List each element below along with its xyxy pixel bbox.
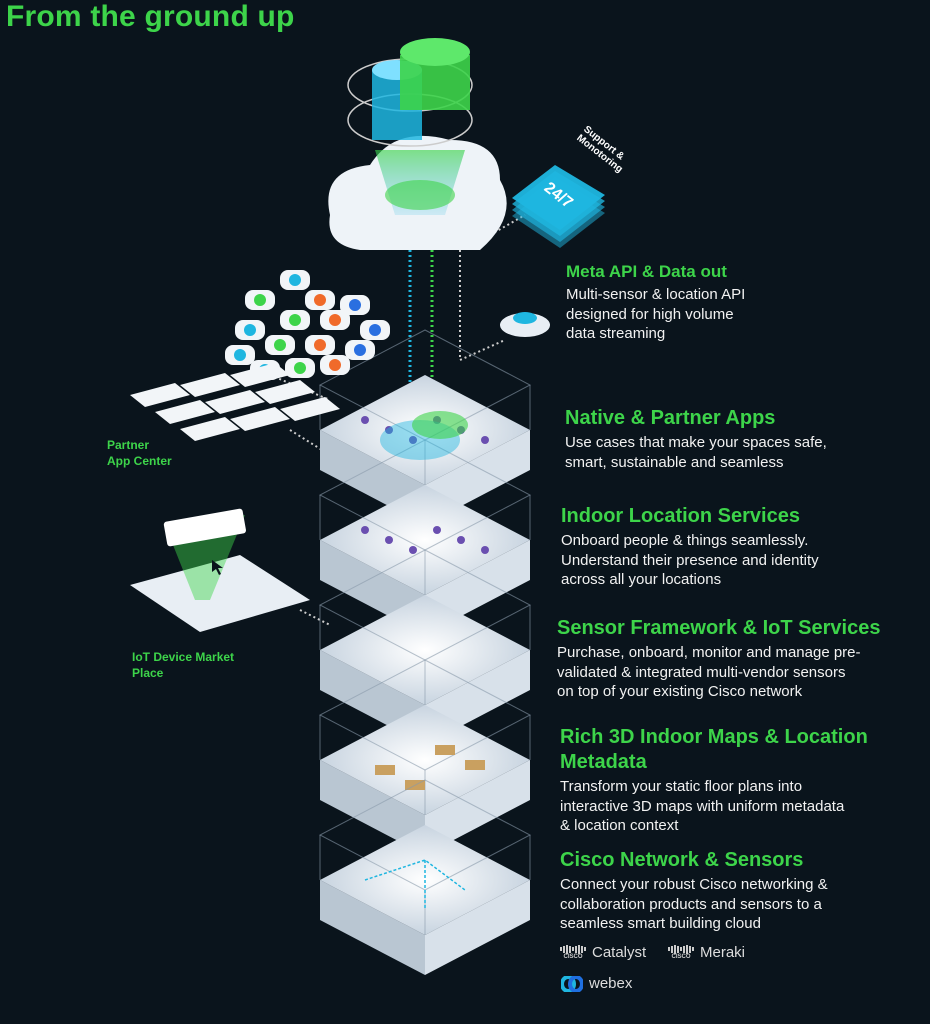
app-glyph-icon [329,359,341,371]
hologram-glow [412,411,468,439]
section-body: Onboard people & things seamlessly.Under… [561,532,819,588]
app-glyph-icon [314,294,326,306]
layer-floor [320,705,530,815]
apps-connector [269,374,331,401]
section-heading: Indoor Location Services [561,505,800,527]
floor-object [385,426,393,434]
catalyst-text: Catalyst [592,944,647,961]
section-body: Connect your robust Cisco networking &co… [560,876,828,932]
iot-card [163,508,247,547]
iot-marketplace-panel [130,555,310,632]
cursor-icon [212,560,223,575]
partner-app-card [180,373,240,397]
partner-app-card [155,400,215,424]
network-lines [364,859,466,910]
section-meta-api: Meta API & Data out Multi-sensor & locat… [566,261,745,344]
layer-side [425,880,530,975]
cisco-icon: CISCO [668,944,694,961]
cisco-meraki-logo: CISCO Meraki [668,944,745,961]
webex-logo: webex [561,975,632,992]
floor-object [385,536,393,544]
partner-app-card [180,417,240,441]
iot-connector [299,609,331,626]
partner-app-card [230,407,290,431]
partner-app-card [255,380,315,404]
app-glyph-icon [244,324,256,336]
api-connector [459,250,506,362]
section-body: Use cases that make your spaces safe,sma… [565,434,827,471]
floor-object [481,546,489,554]
app-glyph-icon [314,339,326,351]
layer-floor [320,485,530,595]
partner-app-card [130,383,190,407]
app-glyph-icon [289,314,301,326]
app-glyph-icon [369,324,381,336]
floor-object [433,526,441,534]
section-body: Purchase, onboard, monitor and manage pr… [557,644,861,700]
app-glyph-icon [294,362,306,374]
section-heading: Meta API & Data out [566,262,727,281]
app-glyph-icon [349,299,361,311]
meraki-text: Meraki [700,944,746,961]
cisco-icon: CISCO [560,944,586,961]
floor-object [481,436,489,444]
partner-app-card [205,390,265,414]
app-glyph-icon [254,294,266,306]
furniture-icon [435,745,455,755]
floor-object [409,546,417,554]
app-glyph-icon [329,314,341,326]
api-node-core [513,312,537,324]
section-native-partner-apps: Native & Partner Apps Use cases that mak… [565,406,827,472]
partner-app-card [280,397,340,421]
section-sensor-framework: Sensor Framework & IoT Services Purchase… [557,616,880,702]
app-glyph-icon [354,344,366,356]
section-heading: Sensor Framework & IoT Services [557,617,881,639]
page-title: From the ground up [6,0,295,33]
floor-object [457,536,465,544]
furniture-icon [375,765,395,775]
section-heading: Native & Partner Apps [565,407,776,429]
api-node-icon [500,313,550,337]
cisco-catalyst-logo: CISCO Catalyst [560,944,646,961]
section-heading: Cisco Network & Sensors [560,849,804,871]
support-stack-icon [512,165,605,230]
layer-floor [320,595,530,705]
furniture-icon [465,760,485,770]
floor-object [361,416,369,424]
floor-object [409,436,417,444]
database-top [400,38,470,66]
partner-app-card [230,363,290,387]
section-cisco-network: Cisco Network & Sensors Connect your rob… [560,848,828,934]
app-glyph-icon [274,339,286,351]
cloud-core [385,180,455,210]
app-glyph-icon [289,274,301,286]
section-indoor-location: Indoor Location Services Onboard people … [561,504,819,590]
webex-icon [561,975,583,992]
app-glyph-icon [234,349,246,361]
layer-side [320,880,425,975]
floor-object [361,526,369,534]
webex-text: webex [589,975,633,992]
